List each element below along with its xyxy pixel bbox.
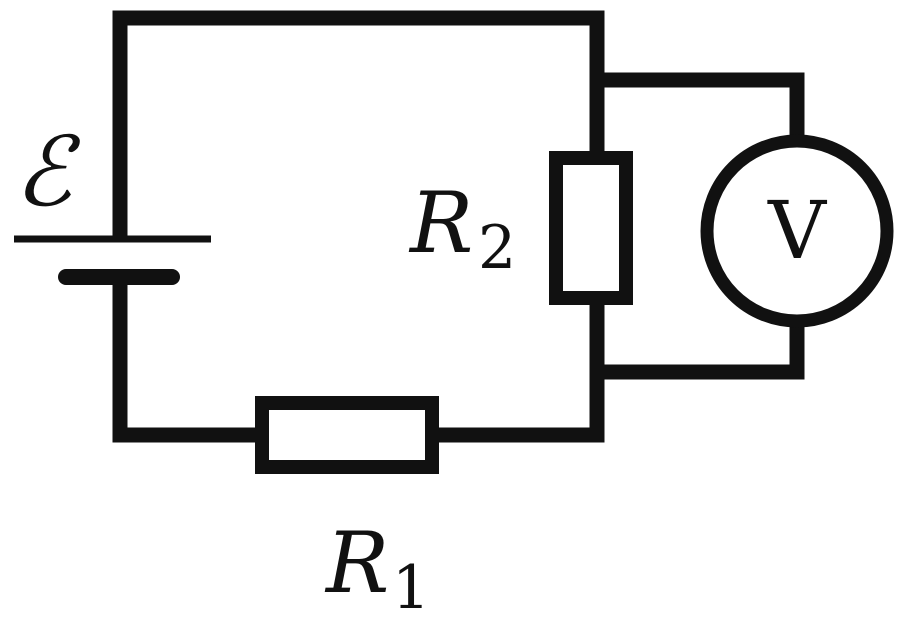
r2-label: R 2: [408, 174, 516, 283]
emf-label: ℰ: [14, 116, 81, 228]
voltmeter-circle: [700, 134, 894, 328]
wire-bottom-left: [112, 275, 270, 443]
wire-voltmeter-bottom: [589, 314, 805, 380]
r1-label: R 1: [324, 514, 430, 621]
r2-label-sub: 2: [478, 213, 516, 283]
voltmeter: V: [700, 134, 894, 328]
resistor-r2: [549, 151, 633, 305]
r1-label-sub: 1: [392, 553, 430, 621]
wire-voltmeter-top: [589, 72, 805, 148]
wire-right-lower: [429, 290, 605, 443]
r2-label-main: R: [408, 174, 473, 272]
battery: [14, 235, 211, 285]
r1-label-main: R: [324, 514, 389, 612]
resistor-r1: [255, 396, 439, 474]
voltmeter-label: V: [767, 184, 827, 277]
wire-top: [112, 10, 605, 243]
wires: [112, 10, 805, 443]
